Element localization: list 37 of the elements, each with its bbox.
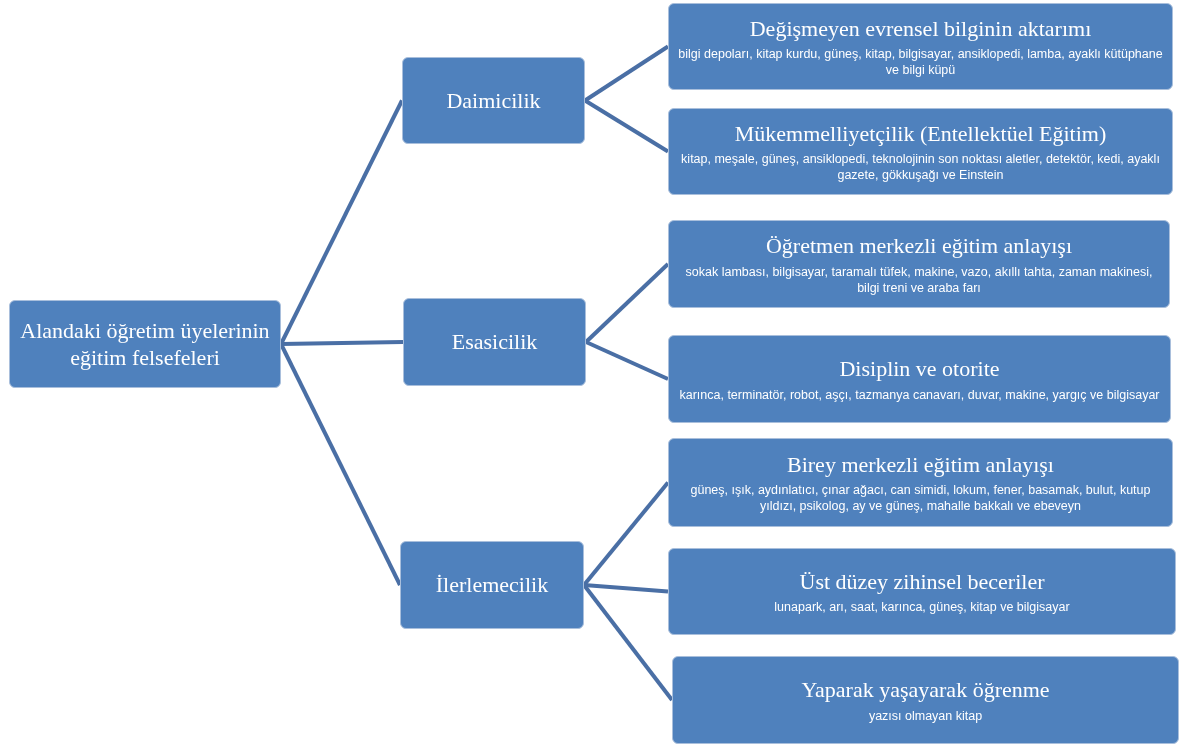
- category-box: [668, 335, 1171, 423]
- connector-line: [279, 343, 402, 586]
- example-list: karınca, terminatör, robot, aşçı, tazmanya canavarı, duvar, makine, yargıç ve bilgisayar: [679, 386, 1160, 403]
- example-list: kitap, meşale, güneş, ansiklopedi, teknolojinin son noktası aletler, detektör, kedi, ayaklı gazete, gökkuşağı ve Einstein: [673, 151, 1168, 184]
- connector-line: [280, 340, 404, 346]
- category-box: [668, 108, 1173, 195]
- connector-line: [583, 583, 669, 594]
- box-heading: Esasicilik: [451, 328, 538, 356]
- concept-box: [403, 298, 586, 386]
- connector-line: [584, 262, 670, 344]
- category-box: [668, 3, 1173, 90]
- concept-box: [402, 57, 585, 144]
- box-heading: Daimicilik: [446, 86, 541, 115]
- example-list: sokak lambası, bilgisayar, taramalı tüfek, makine, vazo, akıllı tahta, zaman makinesi, bilgi treni ve araba farı: [673, 263, 1165, 296]
- category-box: [668, 220, 1170, 308]
- box-heading: Üst düzey zihinsel beceriler: [799, 567, 1045, 596]
- category-box: [668, 548, 1176, 635]
- example-list: yazısı olmayan kitap: [868, 707, 983, 724]
- box-heading: İlerlemecilik: [435, 571, 549, 599]
- connector-line: [585, 340, 669, 381]
- box-heading: Öğretmen merkezli eğitim anlayışı: [765, 232, 1073, 260]
- connector-line: [583, 98, 670, 154]
- connector-line: [279, 99, 404, 345]
- category-box: [668, 438, 1173, 527]
- example-list: bilgi depoları, kitap kurdu, güneş, kitap, bilgisayar, ansiklopedi, lamba, ayaklı kütüphane ve bilgi küpü: [673, 46, 1168, 79]
- connector-line: [583, 44, 670, 103]
- example-list: güneş, ışık, aydınlatıcı, çınar ağacı, can simidi, lokum, fener, basamak, bulut, kutup yıldızı, psikolog, ay ve güneş, mahalle bakkalı ve ebeveyn: [673, 482, 1168, 515]
- box-heading: Disiplin ve otorite: [839, 355, 1000, 383]
- box-heading: Birey merkezli eğitim anlayışı: [787, 450, 1054, 478]
- box-heading: Mükemmelliyetçilik (Entellektüel Eğitim): [734, 119, 1107, 147]
- category-box: [672, 656, 1179, 744]
- concept-box: [9, 300, 281, 388]
- example-list: lunapark, arı, saat, karınca, güneş, kitap ve bilgisayar: [774, 599, 1070, 616]
- concept-box: [400, 541, 584, 629]
- box-heading: Yaparak yaşayarak öğrenme: [801, 676, 1050, 704]
- box-heading: Değişmeyen evrensel bilginin aktarımı: [749, 14, 1092, 42]
- box-heading: Alandaki öğretim üyelerinin eğitim felsefeleri: [19, 316, 271, 372]
